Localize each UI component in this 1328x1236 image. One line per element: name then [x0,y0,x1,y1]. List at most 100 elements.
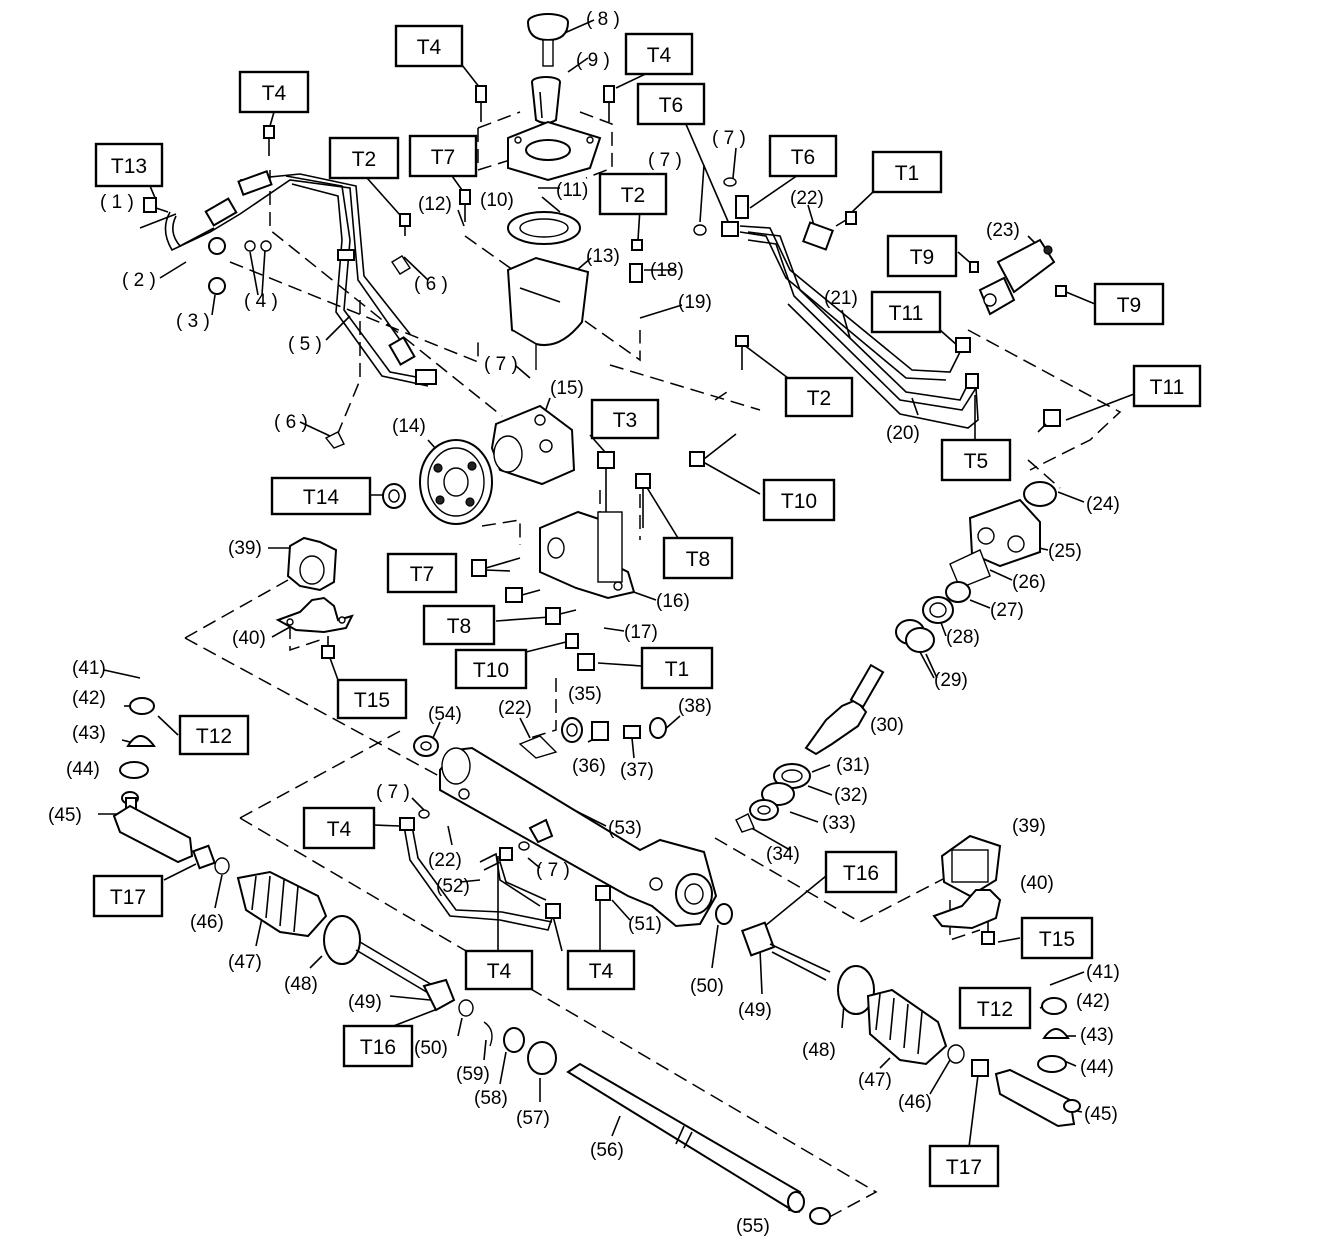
torque-tag: T8 [422,604,496,646]
svg-text:T8: T8 [447,615,472,638]
left-mount-bushing [275,536,354,634]
part-label: (13) [586,246,620,267]
svg-text:T4: T4 [647,44,672,67]
part-label: (17) [624,622,658,643]
part-label: (52) [436,876,470,897]
torque-tag: T2 [328,136,400,180]
part-label: (22) [790,188,824,209]
reservoir-cap [527,13,569,67]
svg-text:T8: T8 [686,548,711,571]
torque-tag: T4 [238,70,310,114]
torque-tag: T1 [871,150,943,194]
svg-text:T15: T15 [354,689,390,712]
torque-tag: T4 [464,949,534,991]
part-label: (49) [738,1000,772,1021]
torque-tags: T4 T4 T4 T13 T2 T7 T6 T2 T6 T1 T9 T9 T11… [92,24,1202,1188]
svg-text:T5: T5 [964,450,989,473]
feed-pipes [399,817,611,931]
torque-tag: T16 [342,1024,414,1068]
part-label: ( 9 ) [576,50,610,71]
part-label: ( 7 ) [712,128,746,149]
torque-tag: T4 [302,806,376,850]
leader-lines [98,19,1135,1213]
part-label: (46) [898,1092,932,1113]
rack-bar [483,1021,831,1225]
torque-tag: T10 [762,478,836,522]
part-label: (38) [678,696,712,717]
part-label: (39) [1012,816,1046,837]
part-label: (55) [736,1216,770,1236]
part-label: (46) [190,912,224,933]
part-label: ( 5 ) [288,334,322,355]
part-label: (14) [392,416,426,437]
svg-text:T12: T12 [196,725,232,748]
part-label: (42) [1076,991,1110,1012]
part-label: ( 6 ) [274,412,308,433]
svg-text:T6: T6 [659,94,684,117]
svg-text:T1: T1 [895,162,920,185]
svg-text:T9: T9 [1117,294,1142,317]
svg-text:T16: T16 [843,862,879,885]
pinion-housing-parts [735,481,1057,833]
svg-text:T4: T4 [589,960,614,983]
part-label: (47) [858,1070,892,1091]
part-label: (40) [232,628,266,649]
torque-tag: T7 [408,134,478,178]
part-label: (43) [1080,1025,1114,1046]
torque-tag: T9 [1093,282,1165,326]
part-label: (41) [72,658,106,679]
torque-tag: T3 [590,398,660,440]
part-label: (49) [348,992,382,1013]
svg-text:T10: T10 [781,490,817,513]
part-label: (42) [72,688,106,709]
torque-tag: T2 [598,172,668,216]
part-label: ( 8 ) [586,9,620,30]
part-label: (54) [428,704,462,725]
part-label: ( 7 ) [648,150,682,171]
torque-tag: T5 [940,438,1012,482]
part-label: (21) [824,288,858,309]
torque-tag: T16 [824,850,898,894]
part-label: (26) [1012,572,1046,593]
svg-text:T4: T4 [417,36,442,59]
part-label: ( 7 ) [536,860,570,881]
part-label: (30) [870,715,904,736]
torque-tag: T1 [640,646,714,690]
seals-and-washers [119,697,1070,1073]
part-label: (43) [72,723,106,744]
torque-tag: T17 [92,874,164,918]
svg-text:T1: T1 [665,658,690,681]
part-label: ( 7 ) [484,354,518,375]
part-label: (22) [498,698,532,719]
svg-text:T17: T17 [946,1156,982,1179]
pump-bracket [539,510,636,600]
part-label: (56) [590,1140,624,1161]
part-label: (51) [628,914,662,935]
left-tie-rod [112,791,474,1017]
part-label: (50) [690,976,724,997]
part-label: (11) [556,180,588,201]
part-label: ( 1 ) [100,192,134,213]
svg-text:T14: T14 [303,486,340,509]
part-label: (18) [650,260,684,281]
svg-text:T12: T12 [977,998,1013,1021]
part-label: (28) [946,627,980,648]
torque-tag: T11 [1132,364,1202,408]
svg-text:T9: T9 [910,246,935,269]
torque-tag: T7 [386,552,458,594]
torque-tag: T15 [336,678,408,720]
part-label: (48) [284,974,318,995]
svg-text:T2: T2 [621,184,646,207]
svg-text:T3: T3 [613,409,638,432]
part-label: (22) [428,850,462,871]
reservoir-filter [531,76,561,124]
control-valve [978,238,1056,316]
part-label: ( 6 ) [414,274,448,295]
steering-gearbox-housing [439,746,718,928]
part-label: (41) [1086,962,1120,983]
part-label: (35) [568,684,602,705]
svg-text:T13: T13 [111,155,147,178]
torque-tag: T17 [928,1144,1000,1188]
svg-text:T15: T15 [1039,928,1075,951]
